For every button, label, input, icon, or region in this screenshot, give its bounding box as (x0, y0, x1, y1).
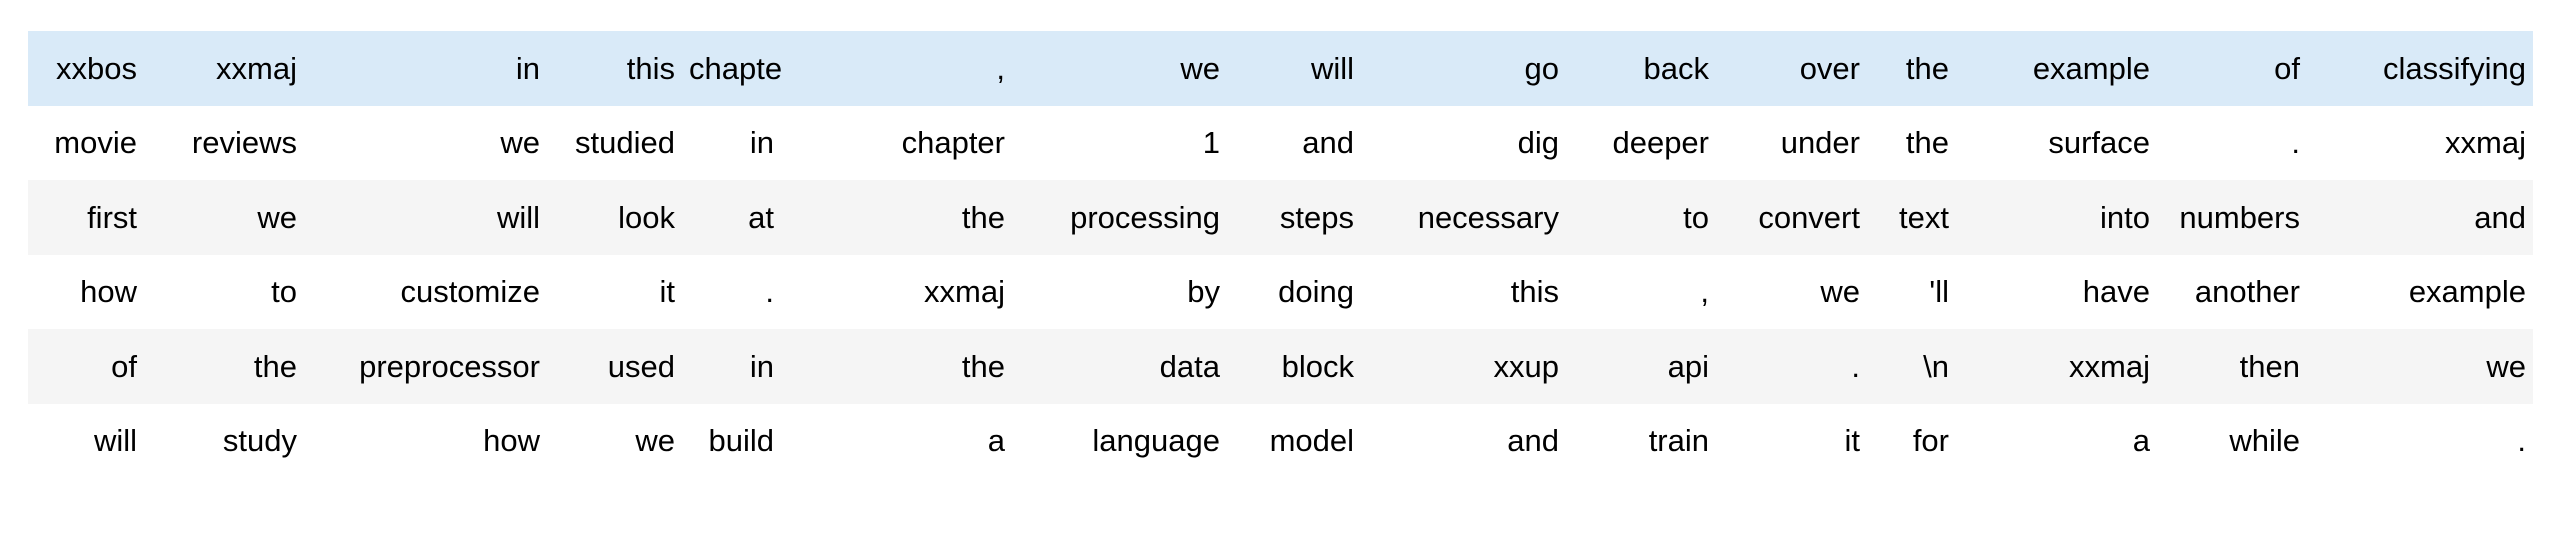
token-cell: , (1700, 274, 1709, 310)
token-cell: in (749, 348, 774, 384)
token-cell: in (515, 50, 540, 86)
token-cell: of (2274, 50, 2300, 86)
token-cell: to (271, 274, 297, 310)
token-cell: and (2474, 199, 2526, 235)
token-cell: a (2132, 423, 2150, 459)
token-cell: surface (2048, 125, 2150, 161)
token-cell: xxbos (56, 50, 137, 86)
token-cell: deeper (1612, 125, 1709, 161)
token-row: of the preprocessor used in the data block xxup a… (28, 329, 2533, 404)
token-cell: , (996, 50, 1005, 86)
token-cell: dig (1517, 125, 1559, 161)
token-cell: it (1844, 423, 1861, 459)
token-cell: will (496, 199, 540, 235)
token-cell: steps (1279, 199, 1354, 235)
token-cell: chapter (689, 50, 781, 86)
token-cell: we (257, 199, 297, 235)
token-table: xxbos xxmaj in this chapter, we will go back over… (28, 31, 2533, 478)
token-cell: preprocessor (359, 348, 540, 384)
token-cell: . (1851, 348, 1860, 384)
token-cell: numbers (2179, 199, 2300, 235)
token-cell: doing (1278, 274, 1354, 310)
token-cell: to (1683, 199, 1709, 235)
token-cell: build (708, 423, 775, 459)
token-cell: we (500, 125, 540, 161)
token-cell: . (2291, 125, 2300, 161)
token-cell: classifying (2383, 50, 2526, 86)
token-cell: chapter (901, 125, 1005, 161)
token-cell: example (2408, 274, 2526, 310)
token-cell: block (1281, 348, 1354, 384)
token-cell: xxmaj (216, 50, 297, 86)
token-cell: data (1159, 348, 1220, 384)
token-cell: then (2239, 348, 2300, 384)
token-cell: movie (54, 125, 137, 161)
token-cell: train (1648, 423, 1709, 459)
token-cell: model (1269, 423, 1354, 459)
token-cell: and (1302, 125, 1354, 161)
token-cell: reviews (191, 125, 297, 161)
token-cell: another (2194, 274, 2300, 310)
token-cell: it (659, 274, 676, 310)
token-cell: xxmaj (2445, 125, 2526, 161)
token-cell: how (483, 423, 540, 459)
token-cell: customize (400, 274, 540, 310)
token-cell: the (1905, 125, 1949, 161)
token-cell: the (961, 199, 1005, 235)
token-cell: we (2486, 348, 2526, 384)
token-cell: . (2517, 423, 2526, 459)
token-cell: 1 (1202, 125, 1220, 161)
token-cell: \n (1923, 348, 1949, 384)
token-row: xxbos xxmaj in this chapter, we will go back over… (28, 31, 2533, 106)
token-cell: of (111, 348, 137, 384)
token-cell: xxup (1493, 348, 1559, 384)
token-cell: xxmaj (2069, 348, 2150, 384)
token-cell: used (607, 348, 675, 384)
token-cell: go (1524, 50, 1559, 86)
token-cell: . (765, 274, 774, 310)
token-cell: at (748, 199, 774, 235)
token-cell: the (961, 348, 1005, 384)
token-cell: over (1799, 50, 1860, 86)
token-cell: processing (1070, 199, 1220, 235)
token-cell: we (635, 423, 675, 459)
tokenized-text-output: xxbos xxmaj in this chapter, we will go back over… (28, 31, 2533, 478)
token-cell: while (2229, 423, 2300, 459)
token-cell: necessary (1417, 199, 1559, 235)
token-cell: this (626, 50, 675, 86)
token-cell: will (1310, 50, 1354, 86)
token-cell: convert (1758, 199, 1860, 235)
token-cell: study (222, 423, 297, 459)
token-cell: in (749, 125, 774, 161)
token-row: how to customize it. xxmaj by doing this, we 'll h… (28, 254, 2533, 329)
token-cell: studied (575, 125, 675, 161)
token-cell: into (2100, 199, 2150, 235)
token-cell: for (1912, 423, 1949, 459)
token-cell: the (1905, 50, 1949, 86)
token-cell: we (1180, 50, 1220, 86)
token-cell: look (618, 199, 675, 235)
token-cell: have (2082, 274, 2150, 310)
token-cell: will (93, 423, 137, 459)
token-cell: the (253, 348, 297, 384)
token-cell: api (1667, 348, 1709, 384)
token-cell: by (1187, 274, 1220, 310)
token-cell: back (1643, 50, 1709, 86)
token-cell: text (1899, 199, 1949, 235)
token-cell: a (987, 423, 1005, 459)
token-cell: xxmaj (924, 274, 1005, 310)
token-cell: first (87, 199, 137, 235)
token-table-body: xxbos xxmaj in this chapter, we will go back over… (28, 31, 2533, 478)
token-row: first we will look at the processing steps neces… (28, 180, 2533, 255)
token-cell: 'll (1929, 274, 1949, 310)
token-cell: how (80, 274, 137, 310)
token-cell: and (1507, 423, 1559, 459)
token-cell: this (1510, 274, 1559, 310)
token-row: movie reviews we studied in chapter 1 and dig dee… (28, 105, 2533, 180)
token-cell: under (1780, 125, 1860, 161)
token-cell: example (2032, 50, 2150, 86)
token-cell: we (1820, 274, 1860, 310)
token-cell: language (1092, 423, 1220, 459)
